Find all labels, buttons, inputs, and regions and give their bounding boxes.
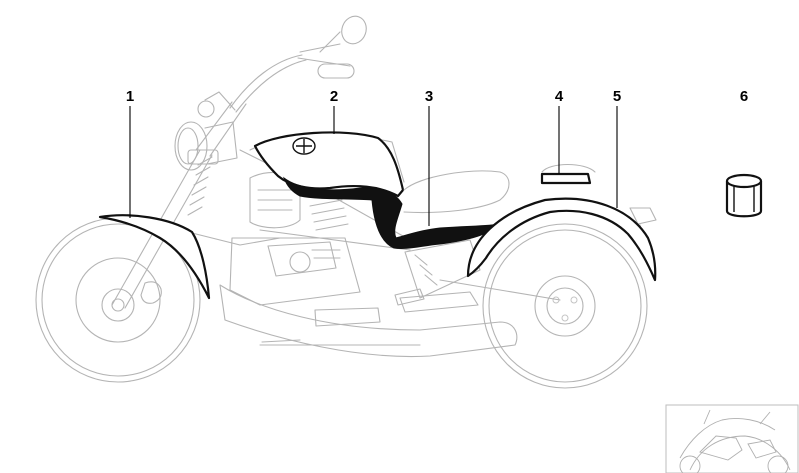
callout-4[interactable]: 4 [555,88,564,105]
part-6-cylindrical-bushing[interactable] [725,173,763,218]
part-2-fuel-tank[interactable] [253,131,405,198]
leader-lines [129,106,618,226]
callout-numbers: 1 2 3 4 5 6 [126,88,748,105]
callout-3[interactable]: 3 [425,88,433,105]
part-1-front-fender[interactable] [98,214,211,300]
callout-1[interactable]: 1 [126,88,134,105]
thumbnail-preview[interactable] [665,404,799,473]
part-4-seat-cover[interactable] [540,163,596,185]
callout-6[interactable]: 6 [740,88,748,105]
part-5-rear-fender[interactable] [466,197,657,282]
callout-2[interactable]: 2 [330,88,338,105]
callout-5[interactable]: 5 [613,88,621,105]
